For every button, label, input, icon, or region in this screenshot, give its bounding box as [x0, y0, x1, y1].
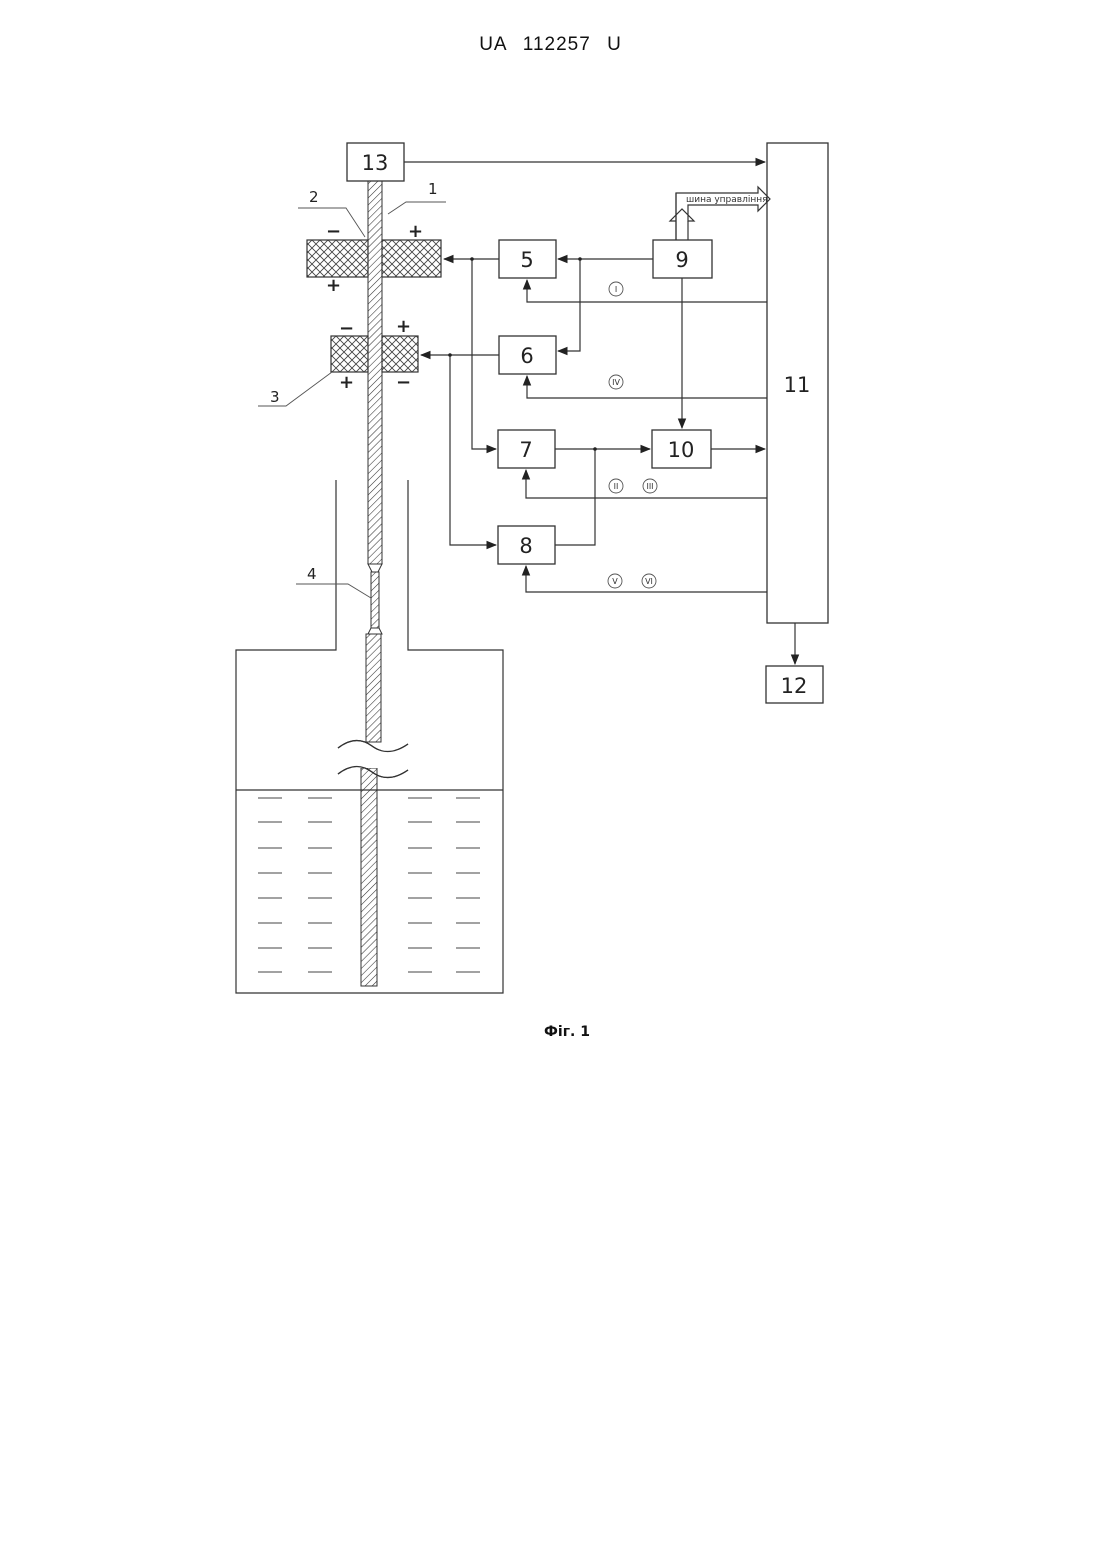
svg-text:8: 8	[519, 534, 532, 558]
svg-text:V: V	[612, 577, 618, 586]
polarity-minus: −	[339, 318, 354, 339]
polarity-plus: +	[408, 221, 423, 242]
svg-text:10: 10	[668, 438, 695, 462]
signal-VI: VI	[642, 574, 656, 588]
block-7: 7	[498, 430, 555, 468]
block-11: 11	[767, 143, 828, 623]
svg-text:II: II	[614, 482, 619, 491]
svg-text:7: 7	[519, 438, 532, 462]
polarity-plus: +	[396, 316, 411, 337]
connections	[404, 162, 795, 664]
polarity-plus: +	[326, 275, 341, 296]
svg-text:13: 13	[362, 151, 389, 175]
svg-text:6: 6	[520, 344, 533, 368]
control-bus-label: шина управління	[686, 195, 768, 205]
callout-3: 3	[270, 388, 280, 406]
callout-4: 4	[307, 565, 317, 583]
signal-V: V	[608, 574, 622, 588]
block-8: 8	[498, 526, 555, 564]
figure-caption: Фіг. 1	[0, 1024, 1101, 1040]
block-13: 13	[347, 143, 404, 181]
svg-text:I: I	[615, 285, 617, 294]
signal-III: III	[643, 479, 657, 493]
rod-thin-section	[371, 572, 379, 628]
callout-1: 1	[428, 180, 438, 198]
signal-IV: IV	[609, 375, 623, 389]
svg-text:5: 5	[520, 248, 533, 272]
signal-II: II	[609, 479, 623, 493]
signal-I: I	[609, 282, 623, 296]
rod	[338, 180, 408, 986]
svg-text:IV: IV	[612, 378, 620, 387]
svg-text:9: 9	[675, 248, 688, 272]
polarity-minus: −	[396, 372, 411, 393]
svg-text:12: 12	[781, 674, 808, 698]
block-6: 6	[499, 336, 556, 374]
svg-text:VI: VI	[645, 577, 653, 586]
block-10: 10	[652, 430, 711, 468]
polarity-minus: −	[326, 221, 341, 242]
svg-text:11: 11	[784, 373, 811, 397]
block-12: 12	[766, 666, 823, 703]
block-5: 5	[499, 240, 556, 278]
polarity-plus: +	[339, 372, 354, 393]
block-9: 9	[653, 240, 712, 278]
callout-2: 2	[309, 188, 319, 206]
signal-labels: I IV II III V VI	[608, 282, 657, 588]
svg-text:III: III	[646, 482, 653, 491]
